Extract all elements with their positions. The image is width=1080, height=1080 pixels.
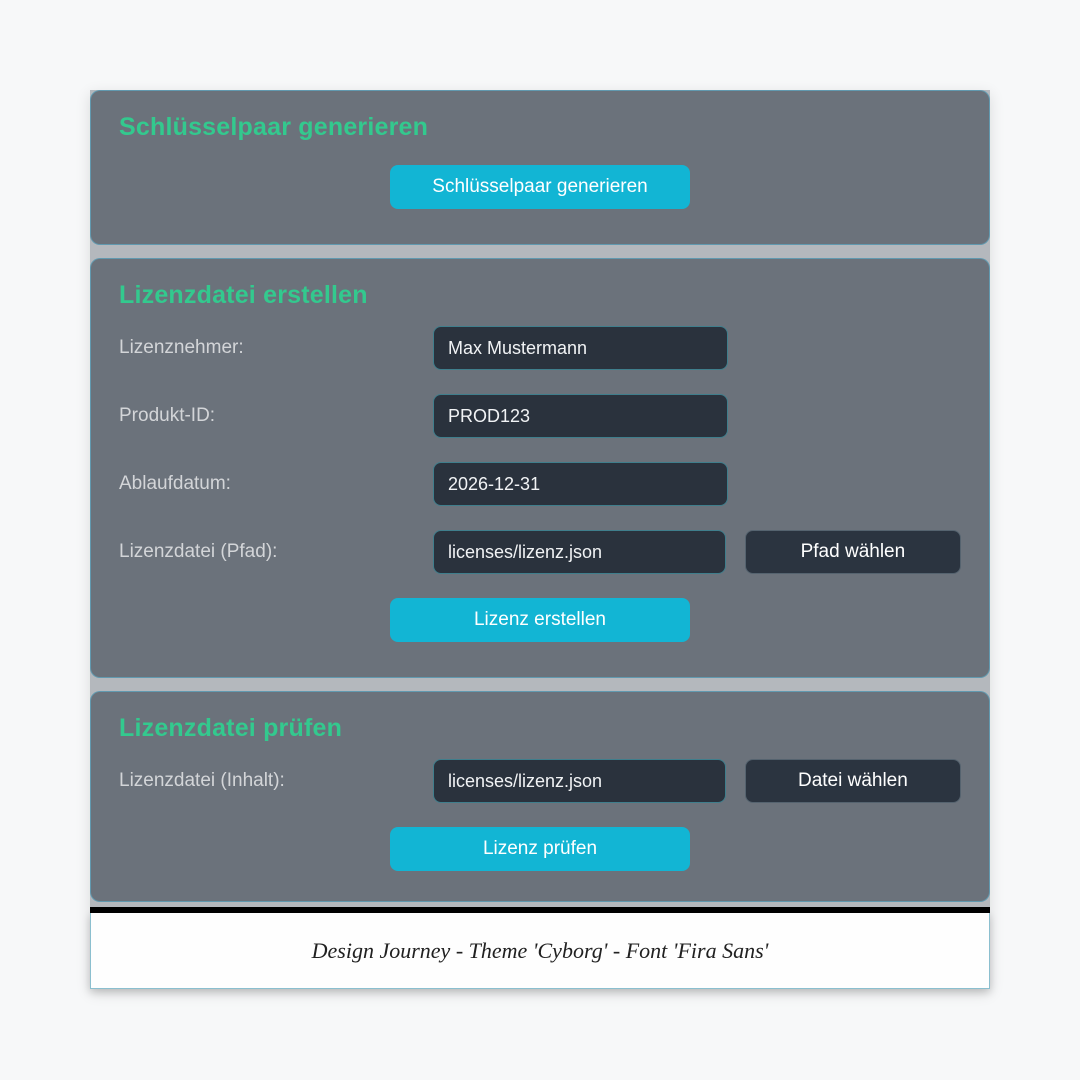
form-row-expiry-date: Ablaufdatum: bbox=[119, 462, 961, 506]
form-row-license-content: Lizenzdatei (Inhalt): Datei wählen bbox=[119, 759, 961, 803]
licensee-input[interactable] bbox=[433, 326, 728, 370]
choose-file-button[interactable]: Datei wählen bbox=[744, 759, 961, 803]
create-license-button[interactable]: Lizenz erstellen bbox=[390, 598, 690, 642]
section-keypair: Schlüsselpaar generieren Schlüsselpaar g… bbox=[90, 90, 990, 245]
section-keypair-title: Schlüsselpaar generieren bbox=[119, 113, 429, 141]
product-id-label: Produkt-ID: bbox=[119, 405, 216, 426]
product-id-input[interactable] bbox=[433, 394, 728, 438]
footer-text: Design Journey - Theme 'Cyborg' - Font '… bbox=[311, 937, 769, 963]
create-license-form: Lizenznehmer: Produkt-ID: Ablaufdatum: L… bbox=[119, 326, 961, 574]
generate-keypair-button[interactable]: Schlüsselpaar generieren bbox=[390, 165, 690, 209]
form-row-license-path: Lizenzdatei (Pfad): Pfad wählen bbox=[119, 530, 961, 574]
license-content-label: Lizenzdatei (Inhalt): bbox=[119, 770, 285, 791]
expiry-date-input[interactable] bbox=[433, 462, 728, 506]
form-row-product-id: Produkt-ID: bbox=[119, 394, 961, 438]
expiry-date-label: Ablaufdatum: bbox=[119, 473, 231, 494]
section-verify-license: Lizenzdatei prüfen Lizenzdatei (Inhalt):… bbox=[90, 691, 990, 902]
license-path-input[interactable] bbox=[433, 530, 726, 574]
section-verify-title: Lizenzdatei prüfen bbox=[119, 714, 343, 742]
divider-bar bbox=[90, 907, 990, 913]
choose-path-button[interactable]: Pfad wählen bbox=[744, 530, 961, 574]
verify-license-form: Lizenzdatei (Inhalt): Datei wählen bbox=[119, 759, 961, 803]
app-footer: Design Journey - Theme 'Cyborg' - Font '… bbox=[90, 913, 990, 989]
licensee-label: Lizenznehmer: bbox=[119, 337, 244, 358]
section-create-title: Lizenzdatei erstellen bbox=[119, 281, 368, 309]
form-row-licensee: Lizenznehmer: bbox=[119, 326, 961, 370]
license-app-window: Schlüsselpaar generieren Schlüsselpaar g… bbox=[90, 90, 990, 989]
license-content-input[interactable] bbox=[433, 759, 726, 803]
license-path-label: Lizenzdatei (Pfad): bbox=[119, 541, 278, 562]
section-create-license: Lizenzdatei erstellen Lizenznehmer: Prod… bbox=[90, 258, 990, 678]
verify-license-button[interactable]: Lizenz prüfen bbox=[390, 827, 690, 871]
